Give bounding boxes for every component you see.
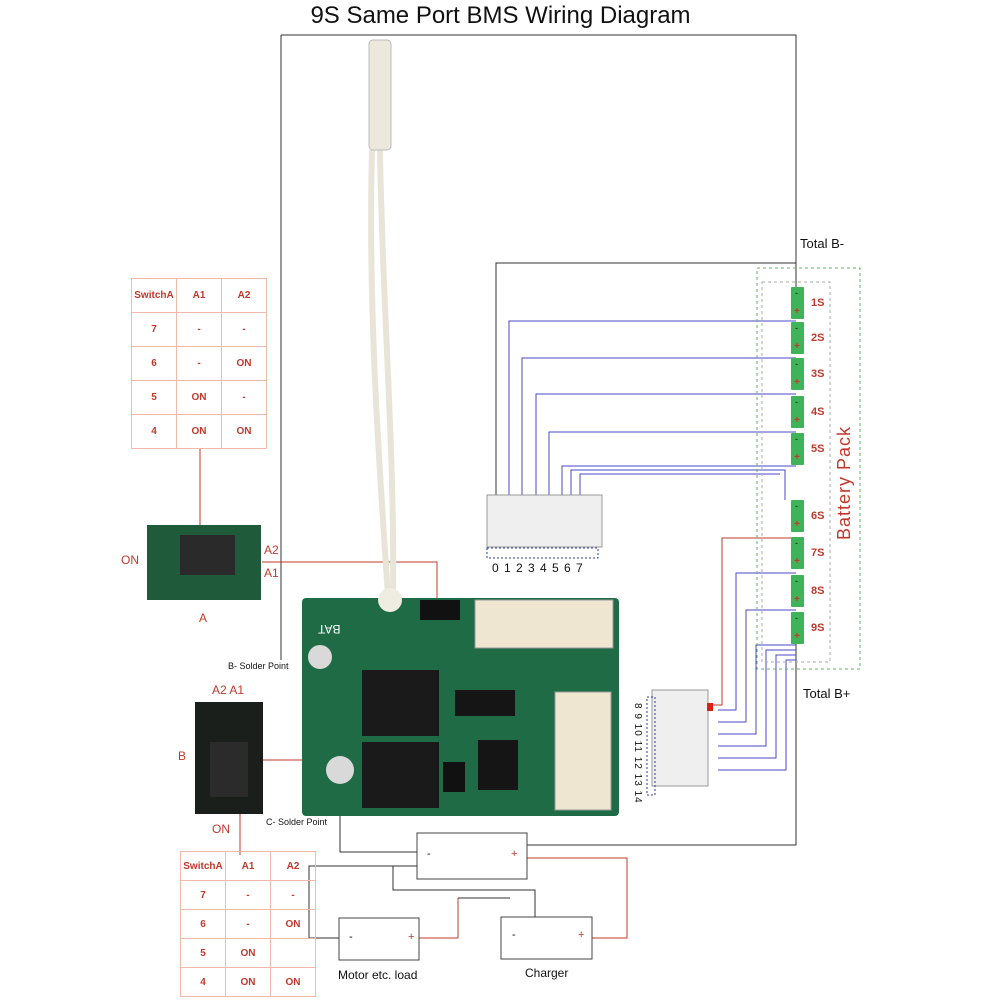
battery-cell-label: 2S: [811, 332, 825, 344]
table-cell: ON: [225, 967, 271, 997]
battery-cell-label: 1S: [811, 297, 825, 309]
table-cell: 4: [131, 414, 177, 449]
motor-minus: -: [349, 931, 353, 943]
battery-cell-label: 8S: [811, 585, 825, 597]
right-plug-pin-numbers: 8 9 10 11 12 13 14: [632, 703, 643, 804]
table-header-cell: A2: [270, 851, 316, 881]
battery-cell: -+: [791, 537, 804, 569]
battery-cell: -+: [791, 575, 804, 607]
table-cell: ON: [221, 414, 267, 449]
battery-cell-label: 3S: [811, 368, 825, 380]
table-header-cell: SwitchA: [180, 851, 226, 881]
total-b-plus-label: Total B+: [803, 686, 851, 701]
box-plus: +: [511, 848, 518, 860]
table-header-cell: A1: [176, 278, 222, 313]
table-cell: 6: [131, 346, 177, 381]
battery-cell-label: 9S: [811, 622, 825, 634]
box-minus: -: [427, 848, 431, 860]
table-cell: -: [176, 346, 222, 381]
battery-cell: -+: [791, 396, 804, 428]
table-header-cell: A2: [221, 278, 267, 313]
motor-label: Motor etc. load: [338, 968, 418, 982]
battery-cell-label: 5S: [811, 443, 825, 455]
table-cell: ON: [176, 414, 222, 449]
table-cell: ON: [176, 380, 222, 415]
diagram-title: 9S Same Port BMS Wiring Diagram: [310, 2, 691, 29]
battery-cell: -+: [791, 500, 804, 532]
a2-label: A2: [264, 543, 279, 557]
table-cell: ON: [270, 909, 316, 939]
battery-cell: -+: [791, 358, 804, 390]
total-b-minus-label: Total B-: [800, 236, 845, 251]
table-cell: 6: [180, 909, 226, 939]
table-cell: -: [270, 880, 316, 910]
table-cell: 5: [131, 380, 177, 415]
battery-pack-label: Battery Pack: [834, 425, 854, 540]
table-cell: ON: [225, 938, 271, 968]
switch-b-label: B: [178, 749, 187, 763]
table-cell: -: [176, 312, 222, 347]
battery-cell: -+: [791, 612, 804, 644]
table-cell: -: [221, 312, 267, 347]
battery-cell-label: 4S: [811, 406, 825, 418]
b-minus-solder-label: B- Solder Point: [228, 661, 289, 671]
table-cell: 7: [131, 312, 177, 347]
a2-a1-label: A2 A1: [212, 683, 245, 697]
table-header-cell: SwitchA: [131, 278, 177, 313]
battery-cell: -+: [791, 322, 804, 354]
battery-cell-label: 6S: [811, 510, 825, 522]
table-cell: ON: [270, 967, 316, 997]
a1-label: A1: [264, 566, 279, 580]
table-cell: -: [225, 880, 271, 910]
charger-plus: +: [578, 929, 585, 941]
on-bottom-label: ON: [212, 822, 230, 836]
table-cell: -: [225, 909, 271, 939]
table-cell: 5: [180, 938, 226, 968]
table-cell: -: [221, 380, 267, 415]
table-cell: 4: [180, 967, 226, 997]
on-left-label: ON: [121, 553, 139, 567]
table-cell: [270, 938, 316, 968]
battery-cell: -+: [791, 433, 804, 465]
top-plug-pin-numbers: 0 1 2 3 4 5 6 7: [492, 561, 584, 575]
table-header-cell: A1: [225, 851, 271, 881]
motor-plus: +: [408, 931, 415, 943]
table-cell: 7: [180, 880, 226, 910]
switch-a-label: A: [199, 611, 208, 625]
charger-minus: -: [512, 929, 516, 941]
battery-cell: -+: [791, 287, 804, 319]
battery-cell-label: 7S: [811, 547, 825, 559]
bat-silk: BAT: [318, 622, 341, 636]
table-cell: ON: [221, 346, 267, 381]
c-minus-solder-label: C- Solder Point: [266, 817, 328, 827]
charger-label: Charger: [525, 966, 569, 980]
